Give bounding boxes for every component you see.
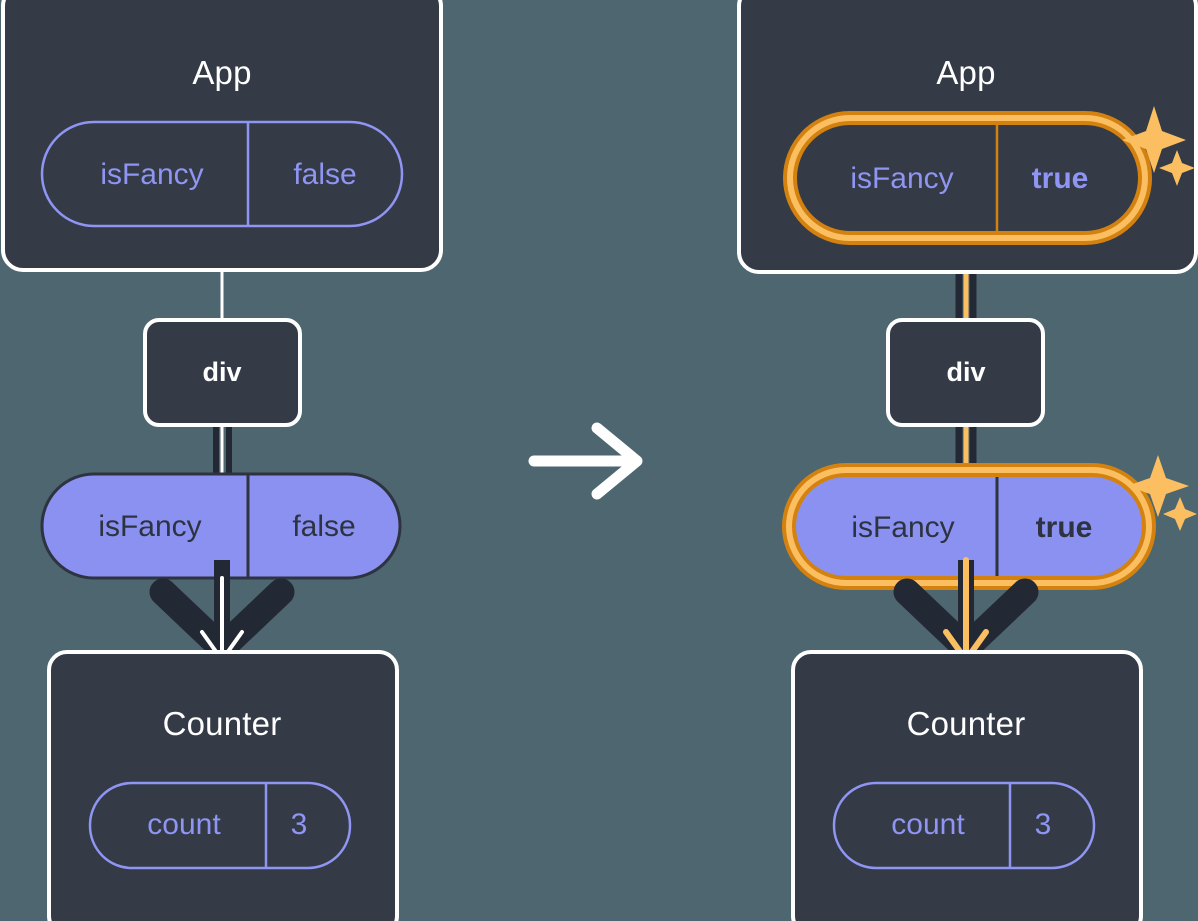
counter-box-left [47,650,399,921]
div-box-right [886,318,1045,427]
arrow-right-icon [528,422,643,500]
sparkle-app-pill-icon [1122,106,1195,186]
app-box-left [1,0,443,272]
app-box-right [737,0,1198,274]
sparkle-prop-pill-icon [1127,455,1197,531]
app-pill-highlight-inner-right [787,115,1148,241]
div-box-left [143,318,302,427]
count-pill-left [88,781,352,870]
counter-box-right [791,650,1143,921]
count-pill-right [832,781,1096,870]
app-pill-left [40,120,404,228]
